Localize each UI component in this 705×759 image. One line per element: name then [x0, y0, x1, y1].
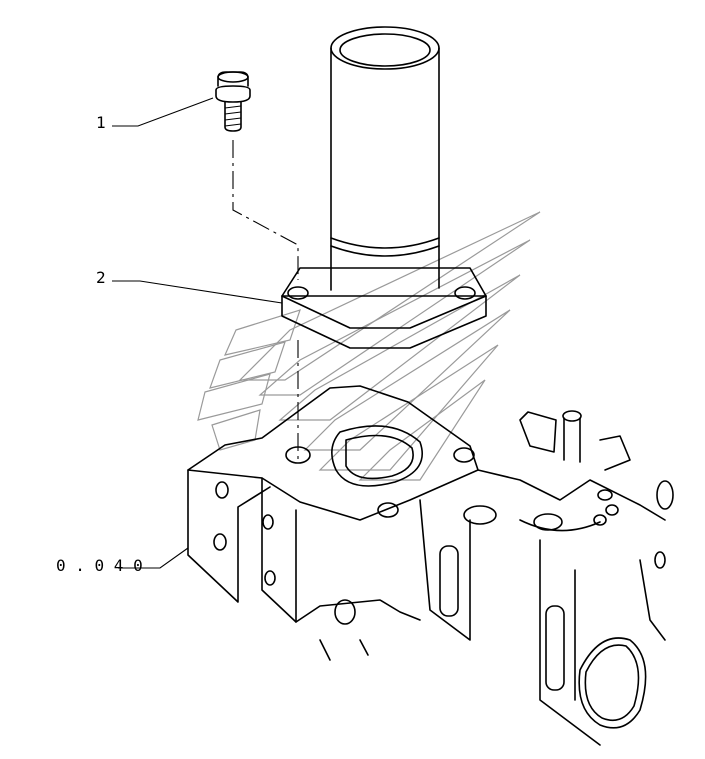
outlet-pipe: [281, 26, 487, 349]
engine-block: [187, 385, 674, 746]
flange-bolt: [215, 71, 251, 132]
reference-label: 0 . 0 4 0: [56, 556, 143, 575]
callout-item-2: 2: [96, 268, 106, 287]
callout-item-1: 1: [96, 113, 106, 132]
assembly-centerline: [232, 140, 299, 460]
leader-line-1: [112, 97, 214, 127]
leader-line-2: [112, 280, 283, 304]
leader-line-ref: [118, 547, 189, 569]
